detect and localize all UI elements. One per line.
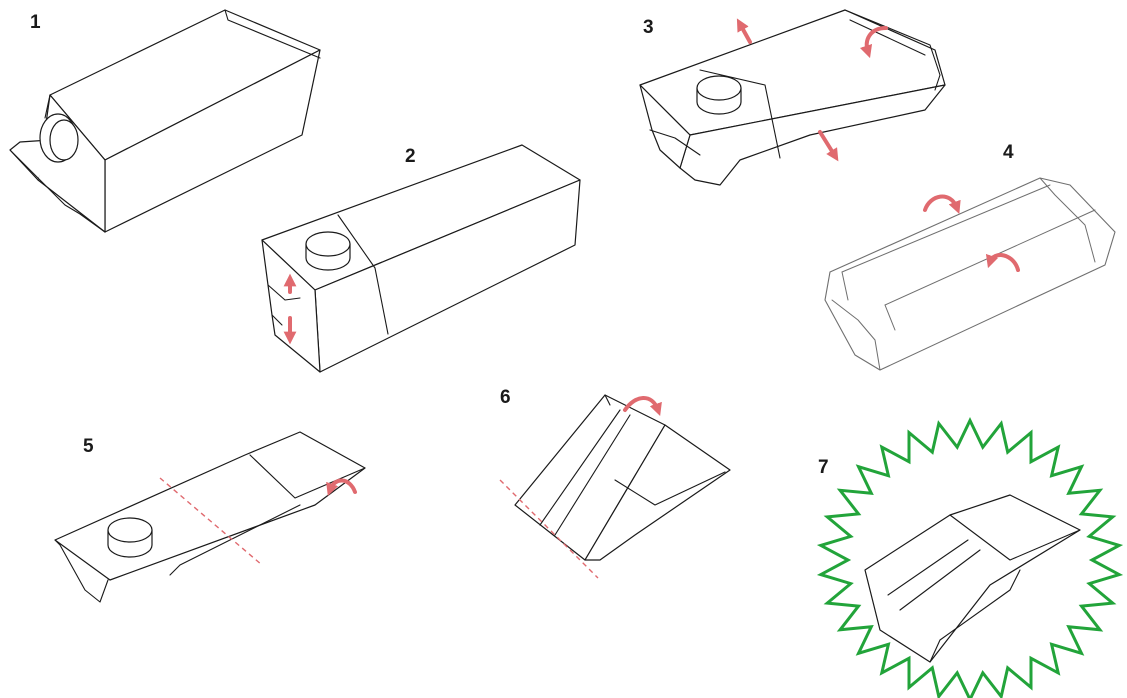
- step-label-4: 4: [1003, 142, 1014, 163]
- stretch-arrow-icon: [736, 18, 888, 162]
- step-3-carton: [639, 9, 946, 186]
- step-label-6: 6: [500, 387, 511, 408]
- curved-fold-arrow-icon: [923, 194, 1020, 272]
- step-7-folded: [864, 494, 1081, 663]
- starburst-icon: [816, 417, 1124, 698]
- step-6-folding: [514, 394, 731, 561]
- dashed-fold-line: [159, 477, 263, 566]
- step-label-5: 5: [83, 436, 94, 457]
- step-label-1: 1: [30, 12, 41, 33]
- step-label-2: 2: [405, 146, 416, 167]
- step-1-carton: [9, 9, 321, 233]
- curved-fold-arrow-icon: [623, 396, 662, 417]
- step-label-7: 7: [818, 457, 829, 478]
- step-4-flattened: [824, 177, 1116, 371]
- step-5-strip: [54, 431, 366, 603]
- curved-fold-arrow-icon: [326, 478, 357, 497]
- step-labels: 1 2 3 4 5 6 7: [30, 12, 1014, 478]
- step-2-carton: [261, 144, 581, 373]
- step-label-3: 3: [643, 17, 654, 38]
